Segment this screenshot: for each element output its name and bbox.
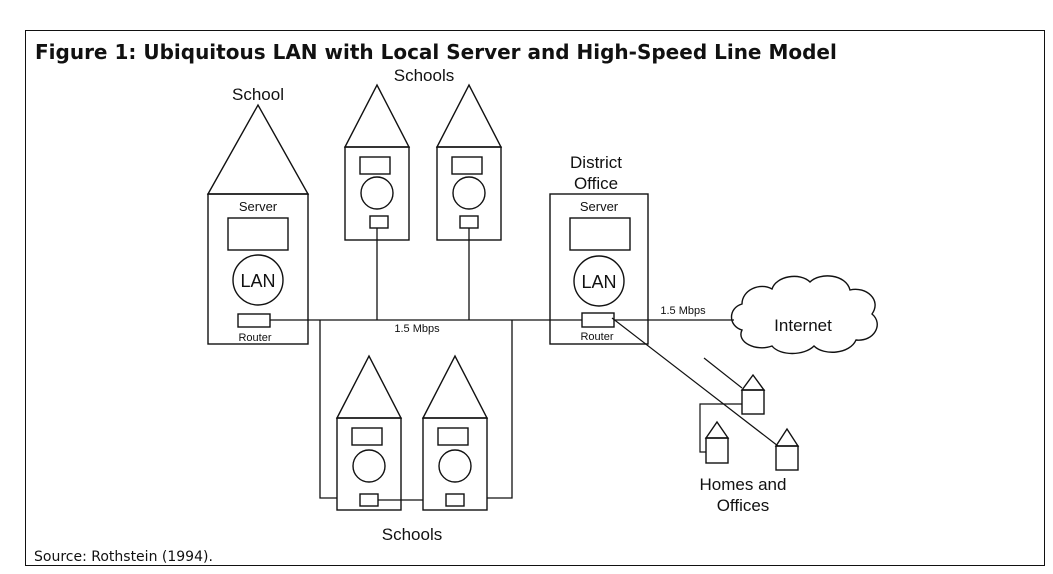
district-label-line1: District	[570, 153, 622, 172]
school-building	[207, 193, 309, 345]
lan-circle	[232, 254, 284, 306]
backbone-lines	[270, 228, 734, 501]
homes-connections	[611, 317, 779, 453]
router-box	[237, 313, 271, 328]
schools-bottom-label: Schools	[382, 525, 442, 544]
homes-label-line1: Homes and	[700, 475, 787, 494]
school-label: School	[232, 85, 284, 104]
server-label: Server	[239, 199, 278, 214]
house-left	[704, 420, 730, 464]
school-with-server	[206, 103, 310, 345]
schools-top-label: Schools	[394, 66, 454, 85]
figure-title: Figure 1: Ubiquitous LAN with Local Serv…	[35, 40, 837, 64]
school-roof	[206, 103, 310, 195]
router-label: Router	[238, 332, 271, 344]
backbone-speed-label: 1.5 Mbps	[394, 323, 440, 335]
district-router-label: Router	[580, 331, 613, 343]
figure-frame	[25, 30, 1045, 566]
school-top-right	[435, 83, 503, 241]
school-top-left	[343, 83, 411, 241]
server-box	[227, 217, 289, 251]
house-right	[774, 427, 800, 471]
district-server-label: Server	[580, 199, 619, 214]
internet-speed-label: 1.5 Mbps	[660, 305, 706, 317]
figure-source: Source: Rothstein (1994).	[34, 549, 213, 565]
school-bottom-right	[421, 354, 489, 511]
district-lan-label: LAN	[581, 272, 616, 292]
school-bottom-left	[335, 354, 403, 511]
district-label-line2: Office	[574, 174, 618, 193]
internet-cloud	[730, 275, 878, 355]
internet-label: Internet	[774, 316, 832, 335]
district-office	[549, 193, 649, 345]
house-top	[740, 373, 766, 415]
homes-label-line2: Offices	[717, 496, 770, 515]
lan-label: LAN	[240, 271, 275, 291]
